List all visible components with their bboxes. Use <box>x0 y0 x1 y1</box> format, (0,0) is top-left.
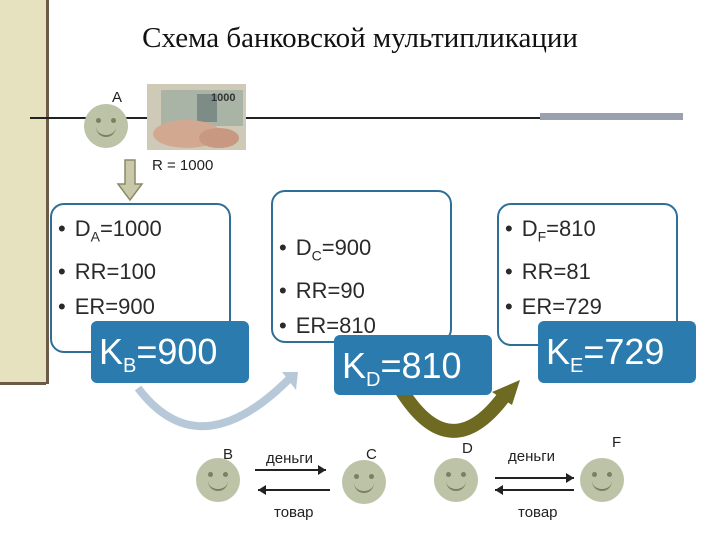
person-b-face <box>196 458 240 502</box>
card-a-er: ER=900 <box>52 289 229 324</box>
banknote-image <box>147 84 246 150</box>
person-c-face <box>342 460 386 504</box>
banknote-value: 1000 <box>211 92 236 104</box>
goods-label-left: товар <box>274 504 314 521</box>
reserve-label: R = 1000 <box>152 157 214 174</box>
card-c-rr: RR=90 <box>273 273 450 308</box>
card-a-deposit: DA=1000 <box>52 211 229 254</box>
curved-arrow-left <box>134 373 295 431</box>
k-box-e: KE=729 <box>538 321 696 383</box>
down-arrow <box>116 159 144 202</box>
curved-arrow-right-head <box>492 380 520 405</box>
card-f-er: ER=729 <box>499 289 676 324</box>
person-d-label: D <box>462 440 473 457</box>
sidebar-edge <box>46 0 49 384</box>
curved-arrow-left-head <box>282 372 298 390</box>
person-b-label: B <box>223 446 234 463</box>
card-f-deposit: DF=810 <box>499 211 676 254</box>
k-box-b: KB=900 <box>91 321 249 383</box>
goods-label-right: товар <box>518 504 558 521</box>
money-label-right: деньги <box>508 448 556 465</box>
sidebar-panel <box>0 0 46 384</box>
card-a-rr: RR=100 <box>52 254 229 289</box>
person-a-label: A <box>112 89 123 106</box>
card-c-deposit: DC=900 <box>273 230 450 273</box>
person-a-face <box>84 104 128 148</box>
money-label-left: деньги <box>266 450 314 467</box>
curved-arrow-right <box>394 384 511 438</box>
banknote-photo: 1000 <box>147 84 246 150</box>
top-bar-right <box>540 113 683 120</box>
person-d-face <box>434 458 478 502</box>
sidebar-bottom <box>0 382 46 385</box>
k-box-d: KD=810 <box>334 335 492 395</box>
page-title: Схема банковской мультипликации <box>142 22 578 54</box>
person-f-face <box>580 458 624 502</box>
card-f-rr: RR=81 <box>499 254 676 289</box>
card-c-er: ER=810 <box>273 308 450 343</box>
person-c-label: C <box>366 446 377 463</box>
person-f-label: F <box>612 434 622 451</box>
bank-card-c: DC=900 RR=90 ER=810 <box>271 190 452 343</box>
